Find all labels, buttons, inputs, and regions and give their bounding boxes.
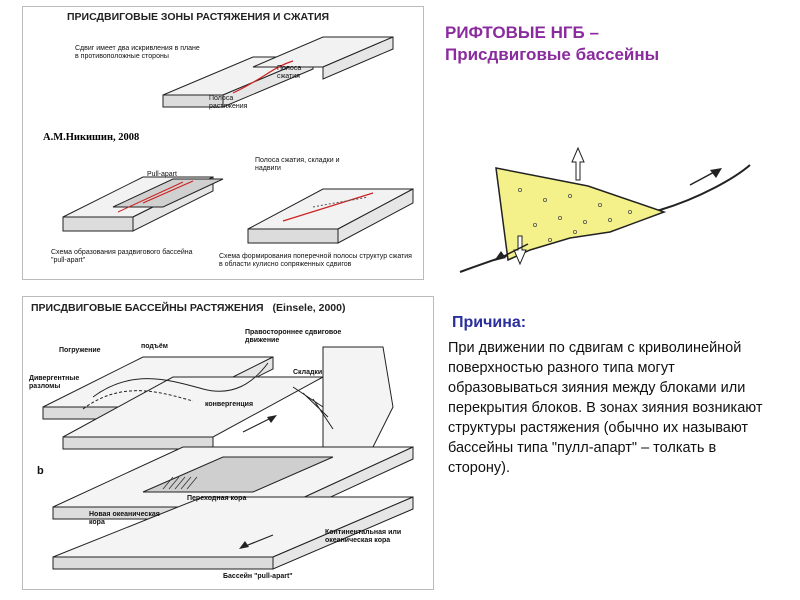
reason-title: Причина: — [452, 314, 527, 331]
compression-band-label: Полоса сжатия — [277, 65, 302, 80]
bottom-figure-panel: ПРИСДВИГОВЫЕ БАССЕЙНЫ РАСТЯЖЕНИЯ (Einsel… — [22, 296, 434, 590]
transitional-crust-label: Переходная кора — [187, 495, 247, 502]
up-arrow — [571, 146, 585, 181]
dextral-movement-label: Правостороннее сдвиговое движение — [245, 329, 342, 344]
top-figure-title: ПРИСДВИГОВЫЕ ЗОНЫ РАСТЯЖЕНИЯ И СЖАТИЯ — [67, 11, 330, 23]
pullapart-basin-diagram — [42, 346, 414, 570]
subsidence-label: Погружение — [59, 347, 101, 354]
bottom-figure-source: (Einsele, 2000) — [272, 302, 346, 314]
bottom-figure-title: ПРИСДВИГОВЫЕ БАССЕЙНЫ РАСТЯЖЕНИЯ (Einsel… — [31, 302, 346, 314]
extension-band-label: Полоса растяжения — [209, 95, 248, 110]
caption-right: Схема формирования поперечной полосы стр… — [219, 253, 412, 268]
upper-blocks — [162, 36, 394, 108]
reason-text: При движении по сдвигам с криволинейной … — [448, 340, 763, 476]
folds-label: Складки — [293, 369, 323, 376]
bottom-figure-title-text: ПРИСДВИГОВЫЕ БАССЕЙНЫ РАСТЯЖЕНИЯ — [31, 302, 264, 314]
convergence-label: конвергенция — [205, 401, 254, 408]
part-b-label: b — [37, 465, 44, 477]
pullapart-blocks — [62, 176, 224, 232]
caption-left: Схема образования раздвигового бассейна … — [51, 249, 193, 264]
heading-line-1: РИФТОВЫЕ НГБ – — [445, 23, 599, 42]
fold-band-label: Полоса сжатия, складки и надвиги — [255, 157, 340, 172]
strike-slip-diagram — [62, 36, 414, 244]
divergent-faults-label: Дивергентные разломы — [29, 375, 80, 390]
top-figure-panel: ПРИСДВИГОВЫЕ ЗОНЫ РАСТЯЖЕНИЯ И СЖАТИЯ — [22, 6, 424, 280]
pullapart-label: Pull-apart — [147, 171, 177, 178]
uplift-label: подъём — [141, 343, 168, 350]
sediment-wedge — [495, 167, 667, 262]
author-citation: А.М.Никишин, 2008 — [43, 132, 140, 143]
slide-heading: РИФТОВЫЕ НГБ – Присдвиговые бассейны — [445, 22, 659, 66]
new-oceanic-crust-label: Новая океаническая кора — [89, 511, 160, 526]
down-arrow — [513, 235, 527, 266]
pullapart-basin-label: Бассейн "pull-apart" — [223, 573, 293, 580]
compression-blocks — [247, 188, 414, 244]
continental-crust-label: Континентальная или океаническая кора — [325, 529, 402, 544]
heading-line-2: Присдвиговые бассейны — [445, 45, 660, 64]
shift-label: Сдвиг имеет два искривления в плане в пр… — [75, 45, 200, 60]
